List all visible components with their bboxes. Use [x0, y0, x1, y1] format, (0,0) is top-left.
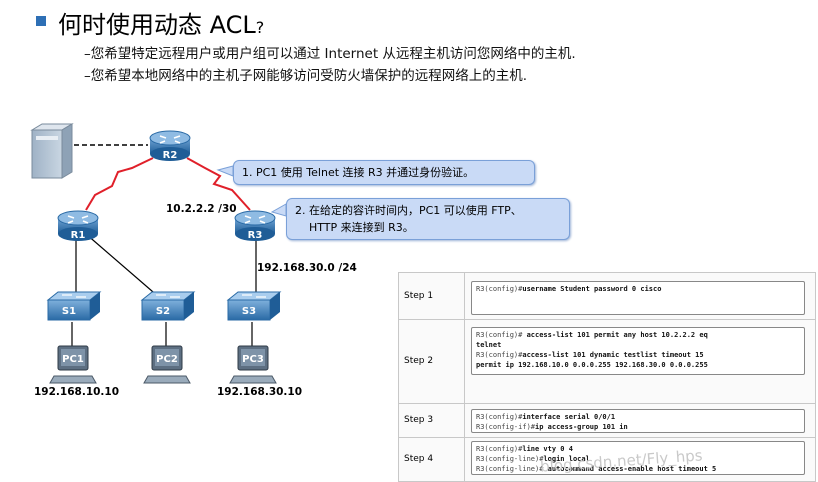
- cli-prompt: R3(config)#: [476, 351, 523, 359]
- pc2-label: PC2: [156, 354, 178, 365]
- cli-command: access-list 101 permit any host 10.2.2.2…: [522, 331, 708, 339]
- callout-step2: 2. 在给定的容许时间内，PC1 可以使用 FTP、 HTTP 来连接到 R3。: [286, 198, 570, 240]
- cli-prompt: R3(config-line)#: [476, 455, 544, 463]
- router-r2-label: R2: [163, 150, 178, 161]
- subpoint-2: –您希望本地网络中的主机子网能够访问受防火墙保护的远程网络上的主机.: [84, 68, 528, 84]
- cli-command: login local: [543, 455, 590, 463]
- step-row: Step 1 R3(config)#username Student passw…: [399, 273, 815, 320]
- config-steps-table: Step 1 R3(config)#username Student passw…: [398, 272, 816, 482]
- step-label: Step 1: [399, 273, 465, 319]
- cli-command: ip access-group 101 in: [535, 423, 628, 431]
- cli-command: access-list 101 dynamic testlist timeout…: [522, 351, 704, 359]
- pc1-icon: PC1: [49, 345, 97, 384]
- step-row: Step 4 R3(config)#line vty 0 4 R3(config…: [399, 437, 815, 481]
- pc3-ip: 192.168.30.10: [217, 386, 303, 398]
- step-row: Step 2 R3(config)# access-list 101 permi…: [399, 319, 815, 404]
- cli-command: telnet: [476, 341, 502, 349]
- callout2-pointer: [270, 203, 287, 217]
- cli-prompt: R3(config)#: [476, 445, 523, 453]
- config-box: R3(config)#username Student password 0 c…: [471, 281, 805, 315]
- r3-lan-network: 192.168.30.0 /24: [257, 262, 357, 274]
- serial-link-r2-r3: [186, 157, 251, 211]
- cli-prompt: R3(config-if)#: [476, 423, 536, 431]
- switch-s3-label: S3: [242, 306, 256, 317]
- switch-s1-icon: S1: [46, 291, 102, 321]
- switch-s2-icon: S2: [140, 291, 196, 321]
- page-title: 何时使用动态 ACL?: [58, 5, 264, 40]
- cli-command: autocommand access-enable host timeout 5: [543, 465, 717, 473]
- subpoint-1: –您希望特定远程用户或用户组可以通过 Internet 从远程主机访问您网络中的…: [84, 46, 576, 62]
- callout1-pointer: [216, 165, 234, 177]
- switch-s3-icon: S3: [226, 291, 282, 321]
- switch-s1-label: S1: [62, 306, 76, 317]
- cli-prompt: R3(config)#: [476, 285, 523, 293]
- server-icon: [30, 123, 74, 179]
- link-r1-s2: [85, 233, 161, 299]
- title-question-mark: ?: [255, 18, 265, 37]
- callout-step1: 1. PC1 使用 Telnet 连接 R3 并通过身份验证。: [233, 160, 535, 185]
- router-r3-icon: R3: [234, 210, 276, 241]
- r3-serial-ip: 10.2.2.2 /30: [166, 203, 237, 215]
- bullet-marker: [36, 16, 46, 26]
- pc3-icon: PC3: [229, 345, 277, 384]
- cli-command: interface serial 0/0/1: [522, 413, 616, 421]
- router-r3-label: R3: [248, 230, 263, 241]
- router-r2-icon: R2: [149, 130, 191, 161]
- router-r1-icon: R1: [57, 210, 99, 241]
- step-label: Step 3: [399, 403, 465, 437]
- cli-prompt: R3(config)#: [476, 413, 523, 421]
- title-text: 何时使用动态 ACL: [58, 11, 256, 39]
- step-label: Step 4: [399, 437, 465, 481]
- pc1-ip: 192.168.10.10: [34, 386, 120, 398]
- config-box: R3(config)# access-list 101 permit any h…: [471, 327, 805, 375]
- pc3-label: PC3: [242, 354, 264, 365]
- callout-step2-line2: HTTP 来连接到 R3。: [309, 221, 414, 234]
- router-r1-label: R1: [71, 230, 86, 241]
- switch-s2-label: S2: [156, 306, 170, 317]
- serial-link-r1-r2: [85, 157, 154, 211]
- step-row: Step 3 R3(config)#interface serial 0/0/1…: [399, 403, 815, 438]
- config-box: R3(config)#line vty 0 4 R3(config-line)#…: [471, 441, 805, 475]
- cli-command: permit ip 192.168.10.0 0.0.0.255 192.168…: [476, 361, 708, 369]
- cli-command: username Student password 0 cisco: [522, 285, 662, 293]
- cli-command: line vty 0 4: [522, 445, 573, 453]
- cli-prompt: R3(config-line)#: [476, 465, 544, 473]
- cli-prompt: R3(config)#: [476, 331, 523, 339]
- pc2-icon: PC2: [143, 345, 191, 384]
- callout-step2-line1: 2. 在给定的容许时间内，PC1 可以使用 FTP、: [295, 204, 522, 217]
- config-box: R3(config)#interface serial 0/0/1 R3(con…: [471, 409, 805, 433]
- pc1-label: PC1: [62, 354, 84, 365]
- step-label: Step 2: [399, 319, 465, 403]
